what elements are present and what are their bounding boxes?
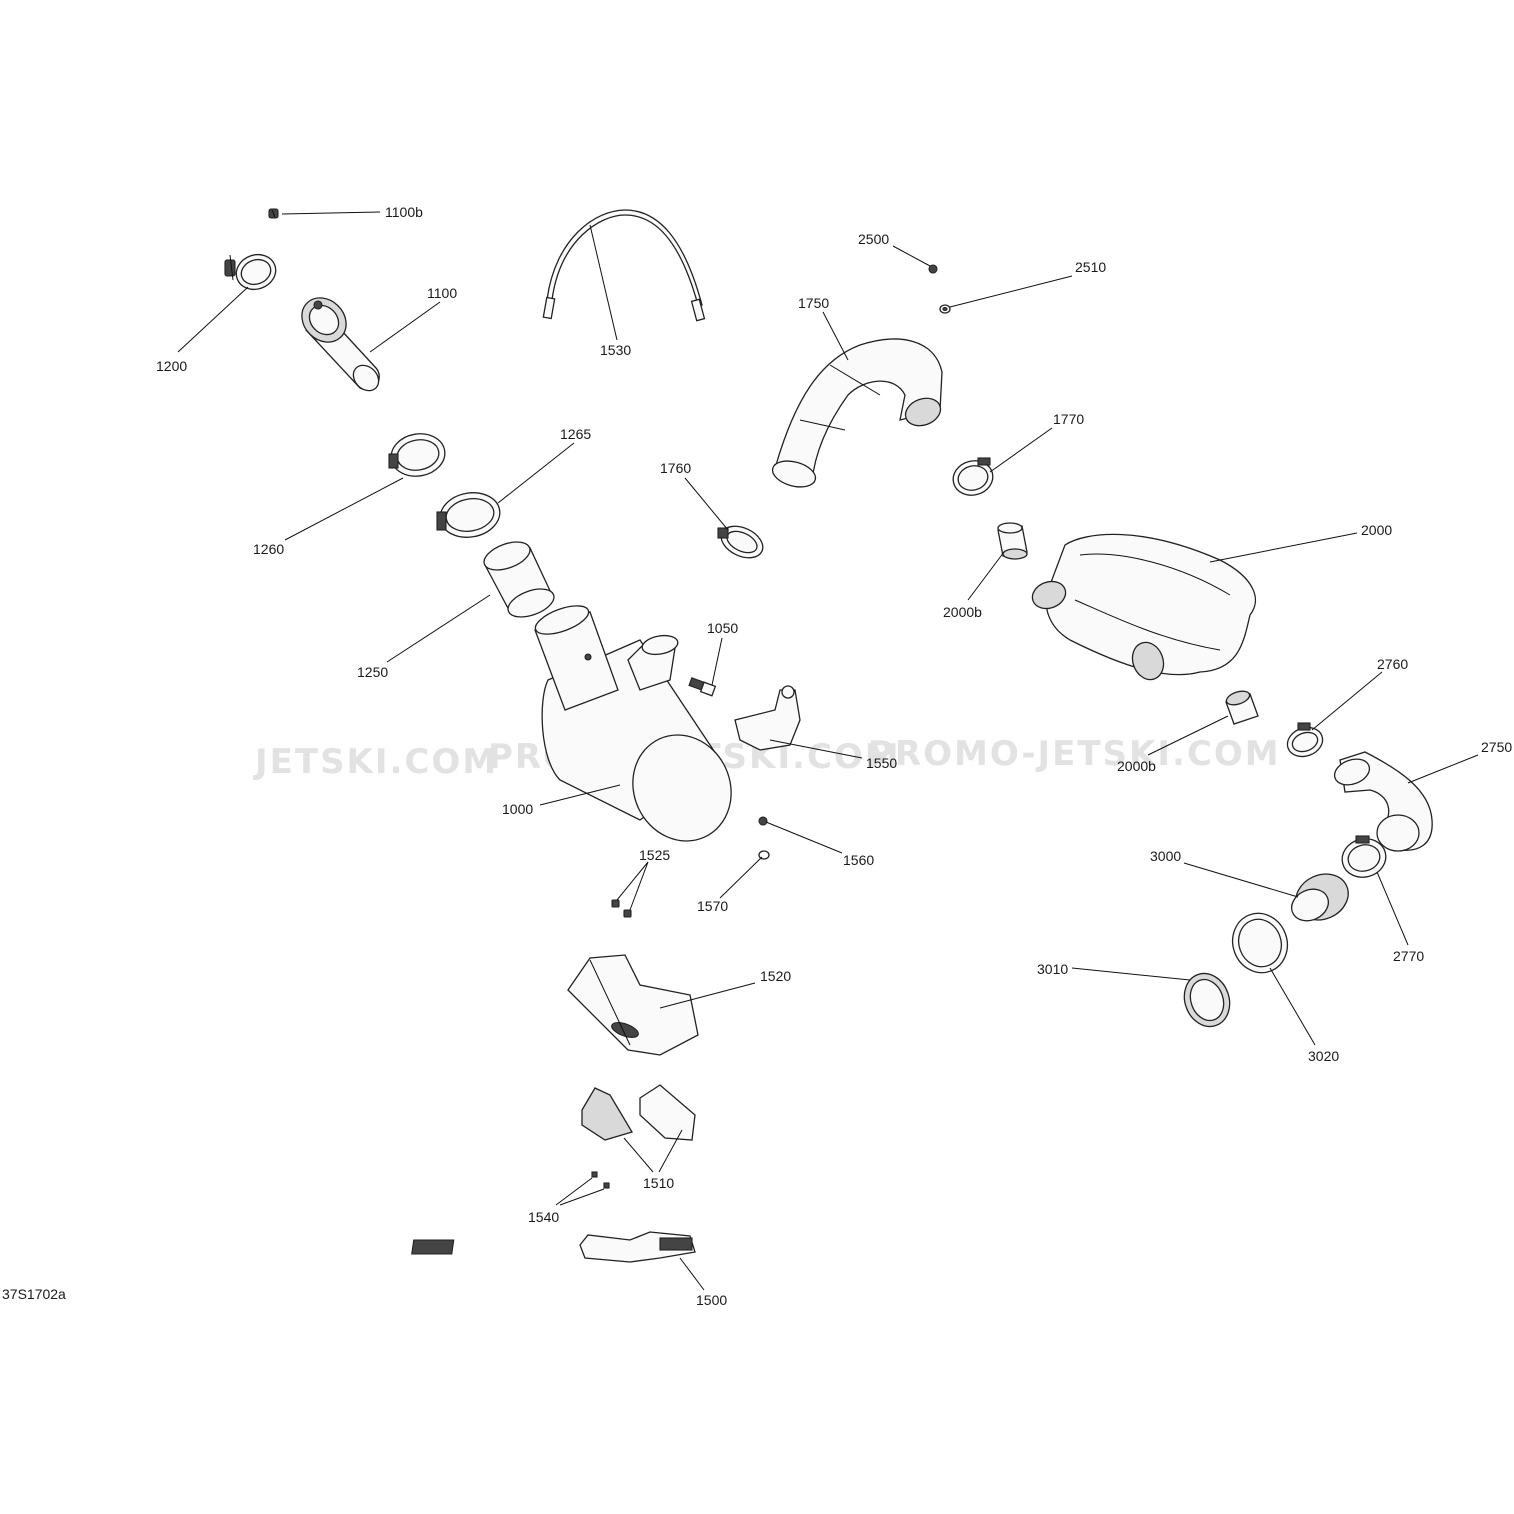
callout-1100: 1100: [427, 285, 457, 301]
callout-1260: 1260: [253, 541, 284, 557]
part-2510-washer: [939, 304, 951, 314]
callout-1250: 1250: [357, 664, 388, 680]
watermark-jetski: JETSKI.COM: [253, 742, 498, 782]
part-1510-shields: [581, 1084, 696, 1141]
callout-1560: 1560: [843, 852, 874, 868]
part-1520-heat-shield: [567, 954, 699, 1056]
callout-1100b: 1100b: [385, 204, 423, 220]
part-1000-muffler: [534, 605, 732, 842]
callout-2760: 2760: [1377, 656, 1408, 672]
callout-1500: 1500: [696, 1292, 727, 1308]
part-1260-clamp: [388, 433, 446, 477]
callout-2510: 2510: [1075, 259, 1106, 275]
watermark-promo-jetski-2: PROMO-JETSKI.COM: [868, 734, 1281, 774]
part-1250-sleeve: [483, 541, 555, 618]
part-3010-ring: [1183, 972, 1231, 1028]
callout-1570: 1570: [697, 898, 728, 914]
callout-3010: 3010: [1037, 961, 1068, 977]
part-1100-pipe: [301, 297, 380, 392]
part-2500-nut: [928, 264, 938, 274]
part-1560-nut: [758, 816, 768, 826]
part-1200-clamp: [224, 253, 277, 291]
callout-1510: 1510: [643, 1175, 674, 1191]
part-1050-sensor: [688, 677, 717, 697]
part-2760-clamp: [1286, 722, 1324, 758]
part-3000-outlet: [1291, 873, 1349, 922]
callout-1000: 1000: [502, 801, 533, 817]
part-1525-screws: [611, 899, 632, 918]
leader-lines: [177, 211, 1479, 1291]
callout-1770: 1770: [1053, 411, 1084, 427]
part-1770-clamp: [952, 457, 994, 496]
callout-1760: 1760: [660, 460, 691, 476]
callout-2750: 2750: [1481, 739, 1512, 755]
callout-1530: 1530: [600, 342, 631, 358]
part-1500-shield-plate: [411, 1231, 696, 1263]
part-1760-clamp: [717, 525, 764, 559]
part-2000-muffler: [1031, 533, 1257, 681]
part-2000b-coupler-top: [997, 522, 1028, 560]
part-3020-ring: [1231, 912, 1289, 974]
callout-1265: 1265: [560, 426, 591, 442]
callout-1520: 1520: [760, 968, 791, 984]
callout-3000: 3000: [1150, 848, 1181, 864]
callout-2000: 2000: [1361, 522, 1392, 538]
callout-3020: 3020: [1308, 1048, 1339, 1064]
callout-1525: 1525: [639, 847, 670, 863]
callout-1750: 1750: [798, 295, 829, 311]
part-1550-bracket: [734, 685, 801, 751]
callout-1050: 1050: [707, 620, 738, 636]
part-1750-elbow-pipe: [771, 338, 943, 488]
part-2750-elbow: [1333, 751, 1433, 852]
part-2770-clamp: [1341, 835, 1387, 878]
callout-labels: 1100b 1100 1200 1530 2500 2510 1750 1770…: [156, 204, 1512, 1308]
part-1265-clamp: [436, 492, 501, 538]
part-1540-screws: [591, 1171, 610, 1189]
callout-1540: 1540: [528, 1209, 559, 1225]
callout-2000b-top: 2000b: [943, 604, 982, 620]
diagram-code: 37S1702a: [2, 1286, 66, 1302]
callout-2000b-bottom: 2000b: [1117, 758, 1156, 774]
callout-1200: 1200: [156, 358, 187, 374]
part-1530-strap: [542, 209, 706, 322]
callout-2770: 2770: [1393, 948, 1424, 964]
callout-1550: 1550: [866, 755, 897, 771]
callout-2500: 2500: [858, 231, 889, 247]
part-2000b-coupler-bottom: [1225, 690, 1259, 725]
part-1100b-screw: [268, 208, 279, 219]
